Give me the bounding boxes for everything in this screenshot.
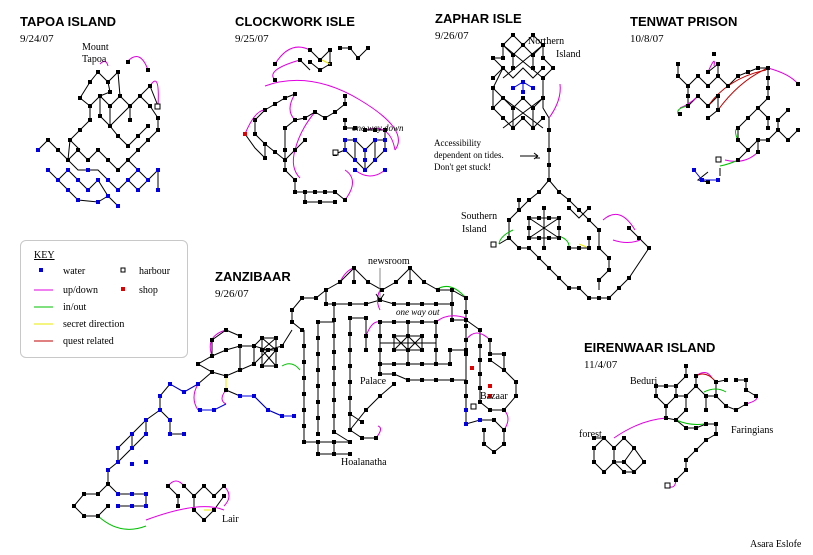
key-secret-label: secret direction (63, 319, 124, 330)
tapoa-date: 9/24/07 (20, 33, 54, 45)
bazaar-label: Bazaar (480, 391, 508, 402)
zaphar-title: ZAPHAR ISLE (435, 11, 522, 26)
northern-island-label-line2: Island (556, 49, 580, 60)
key-updown-label: up/down (63, 285, 98, 296)
tenwat-date: 10/8/07 (630, 33, 664, 45)
clockwork-isle-map: one way down (243, 46, 404, 204)
tapoa-island-map: Mount Tapoa (36, 42, 161, 208)
tapoa-title: TAPOA ISLAND (20, 14, 116, 29)
tenwat-title: TENWAT PRISON (630, 14, 737, 29)
zanzibaar-map: newsroom one way out Palace Bazaar Hoala… (72, 256, 518, 530)
key-harbour-label: harbour (139, 266, 171, 277)
zanzibaar-title: ZANZIBAAR (215, 269, 291, 284)
accessibility-note-line3: Don't get stuck! (434, 162, 491, 172)
key-water-swatch (39, 268, 43, 272)
accessibility-note-line1: Accessibility (434, 138, 481, 148)
forest-label: forest (579, 429, 602, 440)
accessibility-note-line2: dependent on tides. (434, 150, 504, 160)
mount-tapoa-label-line2: Tapoa (82, 54, 107, 65)
newsroom-label: newsroom (368, 256, 410, 267)
clockwork-date: 9/25/07 (235, 33, 269, 45)
key-shop-label: shop (139, 285, 158, 296)
one-way-out-label: one way out (396, 307, 440, 317)
tenwat-prison-map (676, 52, 800, 184)
northern-island-label-line1: Northern (528, 36, 564, 47)
lair-label: Lair (222, 514, 239, 525)
mount-tapoa-label-line1: Mount (82, 42, 109, 53)
key-water-label: water (63, 266, 86, 277)
map-key: KEY water harbour up/down shop in/out se… (34, 250, 171, 347)
hoalanatha-label: Hoalanatha (341, 457, 387, 468)
southern-island-label-line2: Island (462, 224, 486, 235)
key-quest-label: quest related (63, 336, 114, 347)
one-way-down-label: one way down (352, 123, 404, 133)
zanzibaar-date: 9/26/07 (215, 288, 249, 300)
faringians-label: Faringians (731, 425, 773, 436)
key-shop-swatch (121, 287, 125, 291)
key-inout-label: in/out (63, 302, 87, 313)
eirenwaar-date: 11/4/07 (584, 359, 618, 371)
clockwork-title: CLOCKWORK ISLE (235, 14, 355, 29)
beduri-label: Beduri (630, 376, 657, 387)
key-heading: KEY (34, 250, 55, 261)
author-credit: Asara Eslofe (750, 539, 802, 550)
map-key-box (20, 240, 188, 358)
eirenwaar-island-map: Beduri Faringians forest (579, 364, 773, 489)
zaphar-date: 9/26/07 (435, 30, 469, 42)
southern-island-label-line1: Southern (461, 211, 497, 222)
zaphar-isle-map: Northern Island Southern Island Accessib… (434, 33, 651, 300)
eirenwaar-title: EIRENWAAR ISLAND (584, 340, 715, 355)
key-harbour-swatch (120, 267, 126, 273)
palace-label: Palace (360, 376, 387, 387)
